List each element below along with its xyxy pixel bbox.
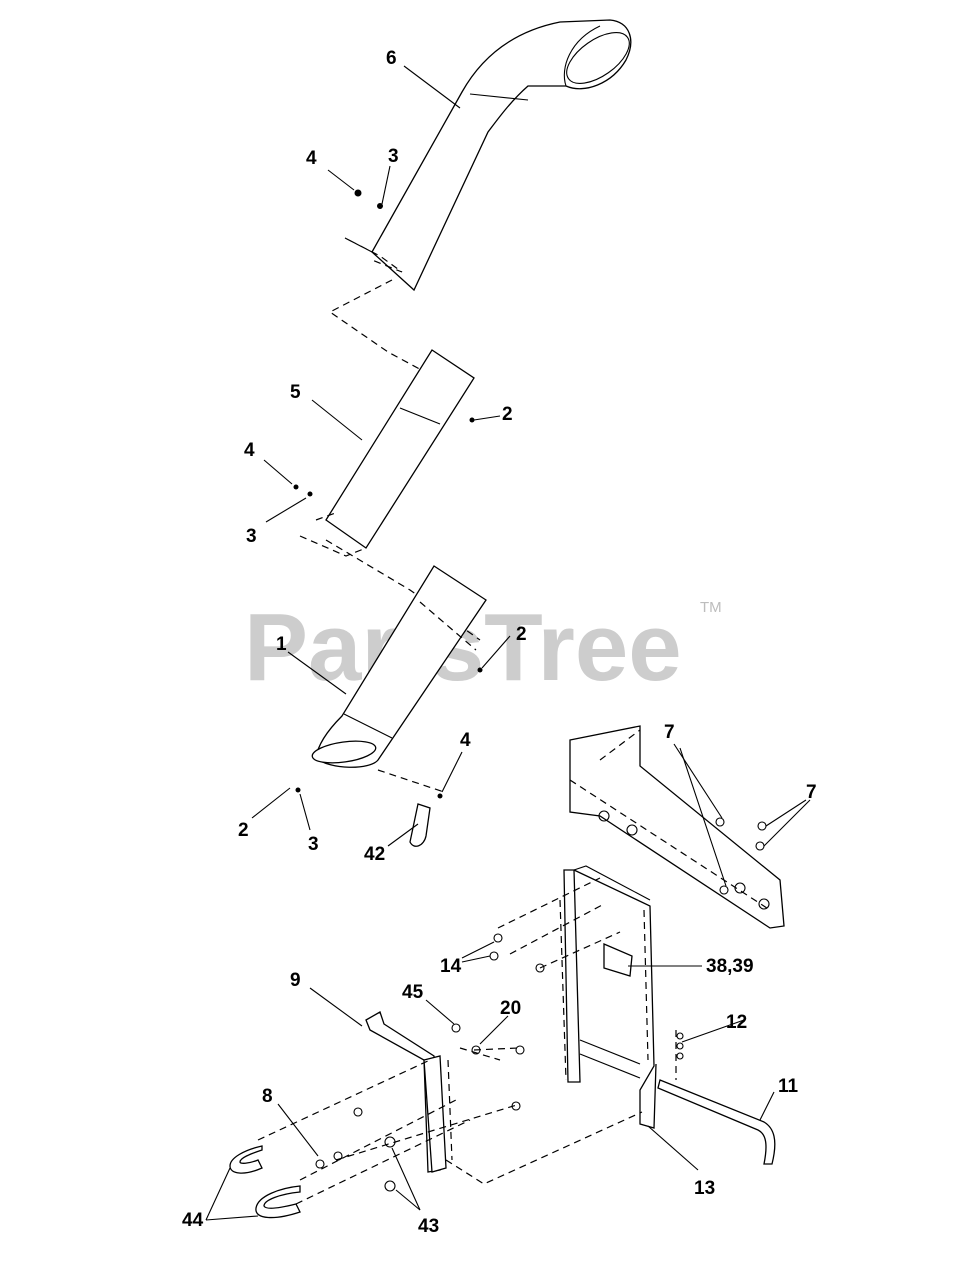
callout-8[interactable]: 8 xyxy=(262,1086,273,1107)
assembly-lines-left xyxy=(257,1047,521,1205)
callout-2[interactable]: 2 xyxy=(502,404,513,425)
callout-2[interactable]: 2 xyxy=(516,624,527,645)
part-9-mount-plate[interactable] xyxy=(365,1011,643,1185)
callout-11[interactable]: 11 xyxy=(778,1076,799,1097)
callout-labels: 6 4 3 5 2 4 3 1 2 4 2 3 42 7 7 14 38,39 … xyxy=(182,48,817,1237)
callout-3[interactable]: 3 xyxy=(388,146,399,167)
callout-2[interactable]: 2 xyxy=(238,820,249,841)
callout-12[interactable]: 12 xyxy=(726,1012,747,1033)
leader-lines xyxy=(205,65,811,1221)
part-5-chute-section[interactable] xyxy=(299,349,475,557)
callout-42[interactable]: 42 xyxy=(364,844,385,865)
part-13-frame[interactable] xyxy=(559,865,657,1129)
part-42-bracket[interactable] xyxy=(377,769,445,847)
callout-1[interactable]: 1 xyxy=(276,634,287,655)
callout-6[interactable]: 6 xyxy=(386,48,397,69)
part-11-handle[interactable] xyxy=(657,1079,776,1165)
assembly-lines-14 xyxy=(497,877,621,969)
callout-3[interactable]: 3 xyxy=(308,834,319,855)
callout-4[interactable]: 4 xyxy=(306,148,317,169)
part-44-u-bolts[interactable] xyxy=(229,1145,301,1219)
callout-5[interactable]: 5 xyxy=(290,382,301,403)
part-1-chute-lower[interactable] xyxy=(311,565,487,768)
callout-13[interactable]: 13 xyxy=(694,1178,715,1199)
watermark-trademark: TM xyxy=(700,599,722,616)
callout-9[interactable]: 9 xyxy=(290,970,301,991)
callout-20[interactable]: 20 xyxy=(500,998,521,1019)
callout-7[interactable]: 7 xyxy=(806,782,817,803)
callout-4[interactable]: 4 xyxy=(244,440,255,461)
callout-14[interactable]: 14 xyxy=(440,956,462,977)
callout-38-39[interactable]: 38,39 xyxy=(706,956,754,977)
callout-4[interactable]: 4 xyxy=(460,730,471,751)
callout-43[interactable]: 43 xyxy=(418,1216,439,1237)
part-6-chute-elbow[interactable] xyxy=(344,19,638,292)
callout-7[interactable]: 7 xyxy=(664,722,675,743)
callout-44[interactable]: 44 xyxy=(182,1210,204,1231)
callout-45[interactable]: 45 xyxy=(402,982,424,1003)
assembly-line-5-1 xyxy=(325,539,481,641)
part-7-upper-bracket[interactable] xyxy=(569,725,785,929)
hardware-fasteners[interactable] xyxy=(293,189,767,1192)
callout-3[interactable]: 3 xyxy=(246,526,257,547)
